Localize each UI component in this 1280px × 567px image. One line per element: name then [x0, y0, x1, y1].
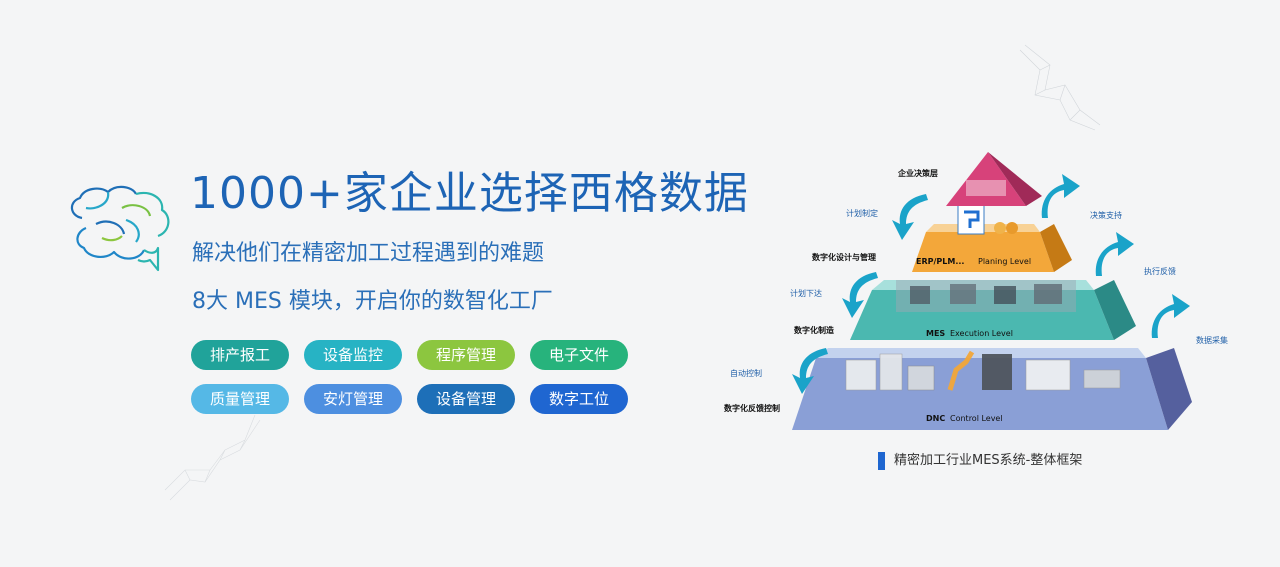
label-exec-feedback: 执行反馈 — [1144, 267, 1176, 276]
module-pill-equipment-monitoring[interactable]: 设备监控 — [304, 340, 402, 370]
level-mes-sub-label: Execution Level — [950, 329, 1013, 338]
label-auto-control: 自动控制 — [730, 369, 762, 378]
module-pill-digital-workstation[interactable]: 数字工位 — [530, 384, 628, 414]
module-pill-program-management[interactable]: 程序管理 — [417, 340, 515, 370]
arrow-plan-down-icon — [892, 194, 928, 240]
label-decision-support: 决策支持 — [1090, 211, 1122, 220]
pyramid-layer-erp — [912, 232, 1054, 272]
label-digital-design: 数字化设计与管理 — [812, 253, 876, 262]
arrow-collect-up-icon — [1151, 294, 1190, 338]
arrow-dispatch-down-icon — [842, 272, 878, 318]
production-line-icon — [896, 280, 1076, 312]
module-pill-andon-management[interactable]: 安灯管理 — [304, 384, 402, 414]
subtitle-modules: 8大 MES 模块，开启你的数智化工厂 — [192, 289, 553, 314]
level-erp-sub-label: Planing Level — [978, 257, 1032, 266]
mes-pyramid-diagram — [792, 152, 1192, 430]
level-mes-label: MES — [926, 329, 946, 338]
level-dnc-label: DNC — [926, 414, 946, 423]
network-decoration-icon — [1019, 44, 1101, 131]
level-top-label: 企业决策层 — [898, 169, 938, 178]
caption-accent-bar — [878, 452, 885, 470]
label-plan: 计划制定 — [846, 209, 878, 218]
equipment-icon — [845, 350, 1121, 391]
brain-logo-icon — [70, 185, 170, 272]
label-data-collect: 数据采集 — [1196, 336, 1228, 345]
label-dispatch: 计划下达 — [790, 289, 822, 298]
label-digital-feedback: 数字化反馈控制 — [724, 404, 780, 413]
arrow-exec-up-icon — [1095, 232, 1134, 276]
module-pill-quality-management[interactable]: 质量管理 — [191, 384, 289, 414]
level-erp-label: ERP/PLM... — [916, 257, 965, 266]
arrow-auto-down-icon — [792, 348, 828, 394]
level-dnc-sub-label: Control Level — [950, 414, 1003, 423]
subtitle-problems: 解决他们在精密加工过程遇到的难题 — [192, 241, 545, 266]
diagram-caption: 精密加工行业MES系统-整体框架 — [894, 453, 1083, 468]
network-decoration-icon — [164, 414, 261, 501]
module-pill-scheduling[interactable]: 排产报工 — [191, 340, 289, 370]
label-digital-manufacture: 数字化制造 — [794, 326, 834, 335]
arrow-decision-up-icon — [1041, 174, 1080, 218]
module-pill-equipment-management[interactable]: 设备管理 — [417, 384, 515, 414]
module-pill-electronic-files[interactable]: 电子文件 — [530, 340, 628, 370]
headline: 1000+家企业选择西格数据 — [190, 168, 749, 219]
